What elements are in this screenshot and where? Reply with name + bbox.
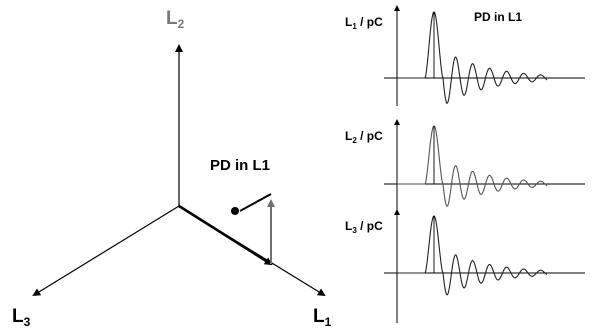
pd-annotation: PD in L1 xyxy=(210,157,270,174)
axis-l2-label-sub: 2 xyxy=(178,17,185,31)
axis-l2-label-name: L xyxy=(166,8,178,29)
panel-1-ylabel-sub: 1 xyxy=(352,22,357,31)
phase-axes xyxy=(32,44,326,297)
panel-1-ylabel: L1 / pC xyxy=(345,15,383,31)
vector-along-l1 xyxy=(178,204,273,266)
waveform-panel-2: L2 / pC xyxy=(345,119,585,212)
panel-2-ylabel: L2 / pC xyxy=(345,129,383,145)
waveform-panel-1: L1 / pC xyxy=(345,5,585,106)
axis-l2-label: L2 xyxy=(166,8,185,31)
panel-2-ylabel-unit: / pC xyxy=(357,129,383,143)
axis-l1-label-name: L xyxy=(313,306,325,327)
panel-2-ylabel-sub: 2 xyxy=(352,136,357,145)
axis-l1-label: L1 xyxy=(313,306,332,329)
axis-l3-label: L3 xyxy=(12,306,31,329)
pd-vector-construction xyxy=(178,193,275,266)
panel-3-ylabel-sub: 3 xyxy=(352,226,357,235)
panel-2-waveform xyxy=(397,125,548,207)
panel-3-ylabel-unit: / pC xyxy=(357,219,383,233)
panel-1-ylabel-name: L xyxy=(345,15,352,29)
waveform-panel-3: L3 / pC xyxy=(345,209,585,323)
panel-3-waveform xyxy=(397,215,548,296)
axis-l3-label-sub: 3 xyxy=(24,315,31,329)
panel-3-ylabel: L3 / pC xyxy=(345,219,383,235)
panel-3-ylabel-name: L xyxy=(345,219,352,233)
panel-1-ylabel-unit: / pC xyxy=(357,15,383,29)
axis-l1-label-sub: 1 xyxy=(325,315,332,329)
vector-l3-component xyxy=(239,193,272,212)
resultant-point xyxy=(231,207,239,215)
panel-1-waveform xyxy=(397,11,548,105)
axis-l3 xyxy=(32,205,180,297)
waveform-title: PD in L1 xyxy=(474,10,522,24)
panel-2-ylabel-name: L xyxy=(345,129,352,143)
axis-l3-label-name: L xyxy=(12,306,24,327)
